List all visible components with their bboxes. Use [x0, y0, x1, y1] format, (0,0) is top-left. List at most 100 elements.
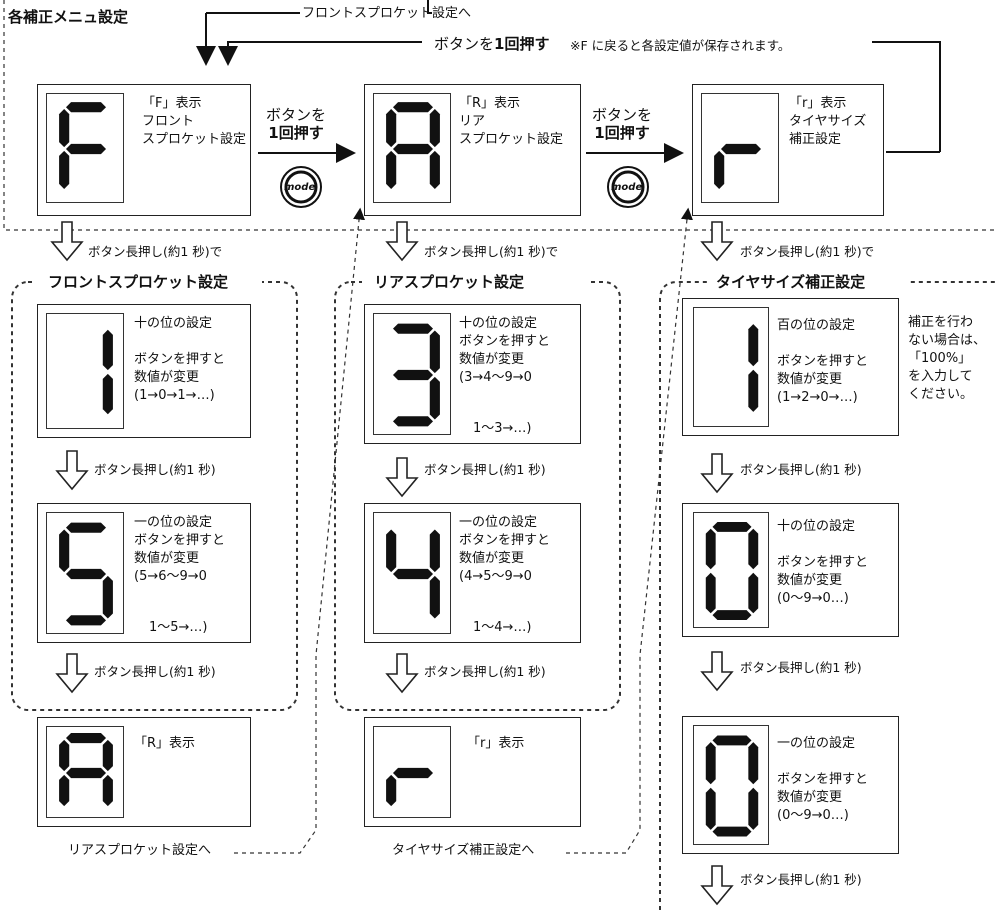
front-end-label: 「R」表示 — [134, 736, 196, 751]
segment-g — [65, 767, 107, 779]
long-press-label: ボタン長押し(約1 秒) — [424, 462, 546, 477]
segment-g — [65, 143, 107, 155]
seg-display — [701, 93, 779, 203]
segment-g — [392, 143, 434, 155]
long-press-label: ボタン長押し(約1 秒)で — [740, 244, 875, 259]
segment-b — [429, 330, 440, 374]
segment-digit — [705, 521, 759, 621]
rear-display-label: 「R」表示リアスプロケット設定 — [459, 96, 564, 147]
rear-end-label: 「r」表示 — [467, 736, 525, 751]
segment-digit — [386, 529, 440, 619]
tire-ones-text: 一の位の設定 ボタンを押すと数値が変更(0〜9→0…) — [777, 736, 869, 823]
segment-f — [705, 742, 716, 785]
segment-b — [429, 529, 440, 573]
seg-display — [373, 93, 451, 203]
segment-c — [748, 369, 759, 412]
segment-f — [386, 529, 397, 573]
segment-a — [65, 522, 107, 533]
tire-group-title: タイヤサイズ補正設定 — [716, 273, 866, 291]
segment-digit — [59, 522, 113, 626]
long-press-label: ボタン長押し(約1 秒) — [94, 664, 216, 679]
segment-g — [392, 369, 434, 381]
seg-display — [693, 307, 769, 427]
front-display-label: 「F」表示フロントスプロケット設定 — [142, 96, 247, 147]
rear-tens-loop: 1〜3→…) — [473, 421, 532, 436]
segment-e — [705, 787, 716, 830]
segment-g — [720, 143, 762, 155]
seg-display — [373, 313, 451, 435]
front-group-title: フロントスプロケット設定 — [48, 273, 229, 291]
segment-c — [102, 575, 113, 619]
page-title: 各補正メニュ設定 — [8, 8, 129, 26]
segment-f — [59, 109, 70, 148]
segment-b — [429, 109, 440, 148]
tire-tens-box: 十の位の設定 ボタンを押すと数値が変更(0〜9→0…) — [682, 503, 899, 637]
front-tens-box: 十の位の設定 ボタンを押すと数値が変更(1→0→1→…) — [37, 304, 251, 438]
segment-c — [748, 572, 759, 614]
long-press-label: ボタン長押し(約1 秒)で — [424, 244, 559, 259]
long-press-label: ボタン長押し(約1 秒) — [94, 462, 216, 477]
long-press-label: ボタン長押し(約1 秒)で — [88, 244, 223, 259]
tire-display-box: 「r」表示タイヤサイズ補正設定 — [692, 84, 884, 216]
front-end-box: 「R」表示 — [37, 717, 251, 827]
segment-f — [386, 109, 397, 148]
press-once-text: ボタンを1回押す — [434, 35, 550, 53]
long-press-label: ボタン長押し(約1 秒) — [424, 664, 546, 679]
segment-c — [429, 575, 440, 619]
mode-button-1[interactable]: mode — [284, 182, 316, 193]
tire-hundreds-box: 百の位の設定 ボタンを押すと数値が変更(1→2→0→…) — [682, 298, 899, 436]
rear-tens-box: 十の位の設定ボタンを押すと数値が変更(3→4〜9→0 1〜3→…) — [364, 304, 581, 444]
long-press-label: ボタン長押し(約1 秒) — [740, 660, 862, 675]
front-ones-box: 一の位の設定ボタンを押すと数値が変更(5→6〜9→0 1〜5→…) — [37, 503, 251, 643]
segment-b — [748, 742, 759, 785]
segment-a — [65, 102, 107, 113]
segment-c — [748, 787, 759, 830]
segment-d — [712, 826, 752, 837]
segment-digit — [386, 767, 434, 807]
segment-digit — [59, 102, 107, 189]
segment-g — [392, 568, 434, 580]
segment-c — [102, 373, 113, 415]
segment-e — [714, 150, 725, 189]
long-press-label: ボタン長押し(約1 秒) — [740, 872, 862, 887]
tire-hundreds-text: 百の位の設定 ボタンを押すと数値が変更(1→2→0→…) — [777, 318, 869, 405]
to-tire-label: タイヤサイズ補正設定へ — [392, 843, 535, 858]
segment-g — [65, 568, 107, 580]
long-press-label: ボタン長押し(約1 秒) — [740, 462, 862, 477]
segment-f — [705, 528, 716, 570]
segment-d — [712, 610, 752, 621]
seg-display — [46, 512, 124, 634]
front-display-box: 「F」表示フロントスプロケット設定 — [37, 84, 251, 216]
segment-c — [429, 150, 440, 189]
segment-a — [392, 323, 434, 334]
front-ones-text: 一の位の設定ボタンを押すと数値が変更(5→6〜9→0 — [134, 515, 226, 584]
to-front-label: フロントスプロケット設定へ — [302, 6, 472, 21]
mode-button-2[interactable]: mode — [611, 182, 643, 193]
segment-digit — [386, 102, 440, 189]
segment-a — [712, 735, 752, 746]
rear-tens-text: 十の位の設定ボタンを押すと数値が変更(3→4〜9→0 — [459, 316, 551, 385]
segment-digit — [392, 323, 440, 427]
segment-e — [59, 774, 70, 807]
to-rear-label: リアスプロケット設定へ — [68, 843, 212, 858]
segment-a — [712, 521, 752, 532]
segment-e — [386, 774, 397, 807]
segment-b — [102, 739, 113, 772]
segment-b — [102, 329, 113, 371]
seg-display — [46, 726, 124, 818]
segment-a — [392, 102, 434, 113]
rear-display-box: 「R」表示リアスプロケット設定 — [364, 84, 581, 216]
seg-display — [46, 313, 124, 429]
segment-f — [59, 529, 70, 573]
seg-display — [693, 512, 769, 628]
segment-digit — [748, 324, 759, 412]
front-ones-loop: 1〜5→…) — [149, 620, 208, 635]
segment-b — [748, 324, 759, 367]
rear-ones-box: 一の位の設定ボタンを押すと数値が変更(4→5〜9→0 1〜4→…) — [364, 503, 581, 643]
segment-g — [392, 767, 434, 779]
segment-digit — [102, 329, 113, 415]
segment-b — [748, 528, 759, 570]
